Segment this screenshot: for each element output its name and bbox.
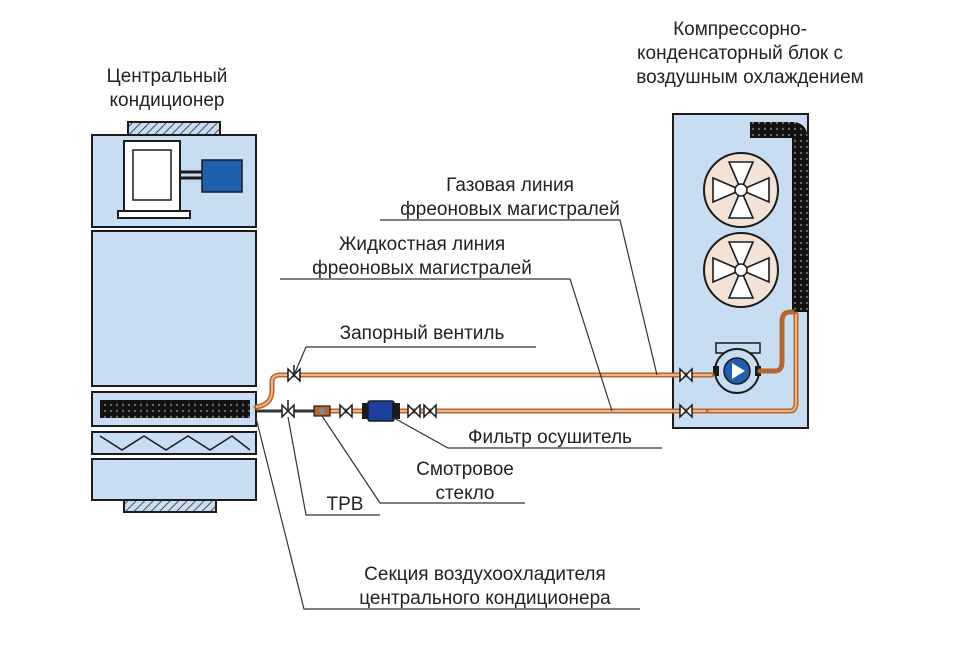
condenser-coil-icon xyxy=(750,122,808,312)
filter-drier-icon xyxy=(362,400,400,422)
valve-icon xyxy=(679,367,693,383)
leader-lines xyxy=(255,219,662,610)
valve-icon xyxy=(339,403,353,419)
valve-icon xyxy=(679,403,693,419)
condensing-unit-label-2: конденсаторный блок с xyxy=(637,43,843,64)
trv-label: ТРВ xyxy=(327,494,364,515)
sight-glass-label-1: Смотровое xyxy=(416,459,514,480)
coil-icon xyxy=(100,400,250,418)
liquid-line-label-1: Жидкостная линия xyxy=(339,234,505,255)
valve-icon xyxy=(287,365,301,383)
condensing-unit xyxy=(672,113,809,429)
top-grille xyxy=(127,121,221,137)
condensing-unit-label-1: Компрессорно- xyxy=(673,19,807,40)
cooler-section-label-2: центрального кондиционера xyxy=(359,588,611,609)
gas-line-label-2: фреоновых магистралей xyxy=(400,199,620,220)
sight-glass-label-2: стекло xyxy=(436,483,495,504)
middle-section xyxy=(91,230,257,387)
fan-icon xyxy=(703,152,779,228)
sight-glass-icon xyxy=(313,405,331,417)
valve-icon xyxy=(407,403,421,419)
cooler-section-label-1: Секция воздухоохладителя xyxy=(364,564,606,585)
central-ac-label-1: Центральный xyxy=(107,66,228,87)
gas-line-label-1: Газовая линия xyxy=(446,175,574,196)
filter-section xyxy=(91,431,257,455)
bottom-grille xyxy=(123,499,217,513)
condensing-unit-label-3: воздушным охлаждением xyxy=(636,67,863,88)
compressor-icon xyxy=(713,342,761,394)
pipes xyxy=(253,309,799,414)
central-ac-unit xyxy=(91,121,257,513)
motor-icon xyxy=(201,159,243,193)
bottom-section xyxy=(91,458,257,501)
shutoff-valve-label: Запорный вентиль xyxy=(340,323,505,344)
filter-zigzag xyxy=(99,435,251,451)
trv-icon xyxy=(281,400,295,419)
valve-icon xyxy=(423,403,437,419)
filter-drier-label: Фильтр осушитель xyxy=(468,427,632,448)
fan-icon xyxy=(703,232,779,308)
liquid-line-label-2: фреоновых магистралей xyxy=(312,258,532,279)
central-ac-label-2: кондиционер xyxy=(110,90,225,111)
